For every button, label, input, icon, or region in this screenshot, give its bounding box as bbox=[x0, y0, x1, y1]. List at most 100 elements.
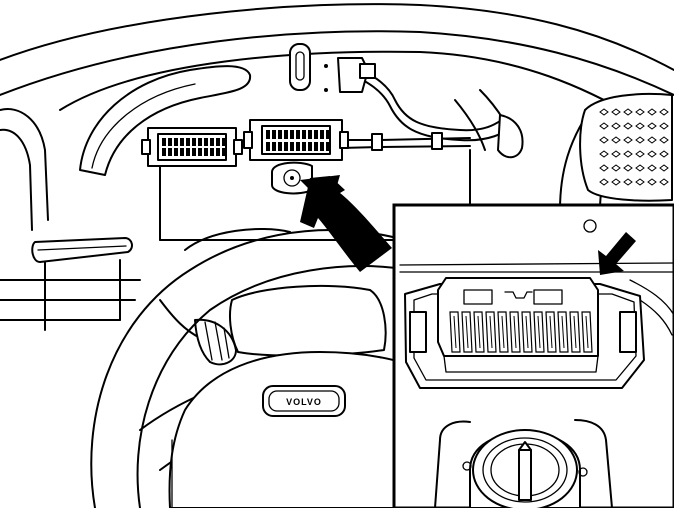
vent-slat bbox=[611, 178, 621, 186]
vent-slat bbox=[599, 150, 609, 158]
steering-column bbox=[159, 228, 291, 366]
vent-slat bbox=[611, 108, 621, 116]
connector-pin bbox=[222, 138, 226, 146]
connector-pin bbox=[216, 148, 220, 156]
vent-slat bbox=[647, 178, 657, 186]
connector-pin bbox=[296, 142, 300, 151]
vent-slat bbox=[647, 164, 657, 172]
vent-slat bbox=[611, 164, 621, 172]
vent-slat bbox=[635, 136, 645, 144]
connector-pin bbox=[284, 142, 288, 151]
connector-pin bbox=[210, 138, 214, 146]
connector-pin bbox=[168, 138, 172, 146]
wiring-harness bbox=[337, 57, 524, 159]
steering-wheel: VOLVO bbox=[90, 229, 421, 508]
air-vent bbox=[579, 92, 673, 202]
terminal-ridge bbox=[501, 315, 505, 349]
vent-slat bbox=[635, 164, 645, 172]
terminal-ridge bbox=[477, 315, 481, 349]
top-clip bbox=[289, 43, 328, 92]
connector-pin bbox=[174, 138, 178, 146]
connector-pin bbox=[216, 138, 220, 146]
vent-slat bbox=[599, 122, 609, 130]
vent-slat bbox=[599, 108, 609, 116]
terminal-ridge bbox=[489, 315, 493, 349]
large-curved-arrow-icon bbox=[300, 175, 392, 272]
connector-pin bbox=[320, 142, 324, 151]
connector-pin bbox=[210, 148, 214, 156]
connector-left bbox=[141, 127, 243, 167]
connector-pin bbox=[168, 148, 172, 156]
vent-slat bbox=[659, 136, 669, 144]
connector-pin bbox=[222, 148, 226, 156]
vent-slat bbox=[599, 164, 609, 172]
horn-badge bbox=[262, 385, 346, 417]
connector-right bbox=[243, 119, 349, 161]
vent-slat bbox=[611, 150, 621, 158]
connector-pin bbox=[302, 130, 306, 139]
connector-pin bbox=[302, 142, 306, 151]
terminal-ridge bbox=[525, 315, 529, 349]
connector-pin bbox=[326, 130, 330, 139]
turn-signal-stalk bbox=[31, 237, 133, 263]
connector-pin bbox=[308, 142, 312, 151]
connector-pin bbox=[198, 138, 202, 146]
volvo-logo: VOLVO bbox=[286, 397, 322, 407]
connector-pin bbox=[174, 148, 178, 156]
vent-slat bbox=[623, 108, 633, 116]
connector-pin bbox=[192, 138, 196, 146]
connector-pin bbox=[266, 130, 270, 139]
vent-slat bbox=[623, 150, 633, 158]
vent-slat bbox=[647, 122, 657, 130]
terminal-ridge bbox=[573, 315, 577, 349]
terminal-ridge bbox=[549, 315, 553, 349]
vent-slat bbox=[599, 136, 609, 144]
vent-slat bbox=[647, 108, 657, 116]
vent-slat bbox=[635, 122, 645, 130]
connector-pin bbox=[162, 148, 166, 156]
connector-pin bbox=[320, 130, 324, 139]
vent-slat bbox=[623, 122, 633, 130]
connector-pin bbox=[284, 130, 288, 139]
connector-pin bbox=[186, 148, 190, 156]
vent-slat bbox=[659, 122, 669, 130]
vent-slat bbox=[659, 108, 669, 116]
terminal-ridge bbox=[465, 315, 469, 349]
vent-slat bbox=[623, 178, 633, 186]
detail-inset bbox=[392, 203, 674, 508]
vent-slat bbox=[635, 150, 645, 158]
terminal-ridge bbox=[513, 315, 517, 349]
connector-pin bbox=[278, 142, 282, 151]
terminal-ridge bbox=[537, 315, 541, 349]
connector-pin bbox=[308, 130, 312, 139]
vent-slat bbox=[611, 136, 621, 144]
vent-slat bbox=[647, 150, 657, 158]
connector-pin bbox=[204, 148, 208, 156]
vent-slat bbox=[623, 136, 633, 144]
vent-slat bbox=[611, 122, 621, 130]
vent-slat bbox=[623, 164, 633, 172]
vent-slat bbox=[599, 178, 609, 186]
connector-pin bbox=[198, 148, 202, 156]
vent-slat bbox=[659, 150, 669, 158]
connector-pin bbox=[272, 142, 276, 151]
connector-pin bbox=[296, 130, 300, 139]
connector-pin bbox=[272, 130, 276, 139]
vent-slat bbox=[659, 164, 669, 172]
terminal-ridge bbox=[453, 315, 457, 349]
sensor bbox=[271, 161, 313, 195]
vent-slat bbox=[659, 178, 669, 186]
connector-pin bbox=[180, 138, 184, 146]
connector-pin bbox=[162, 138, 166, 146]
connector-pin bbox=[290, 130, 294, 139]
connector-pin bbox=[326, 142, 330, 151]
connector-pin bbox=[314, 130, 318, 139]
connector-pin bbox=[192, 148, 196, 156]
connector-pin bbox=[204, 138, 208, 146]
vent-slat bbox=[647, 136, 657, 144]
connector-pin bbox=[186, 138, 190, 146]
connector-pin bbox=[290, 142, 294, 151]
vent-slat bbox=[635, 108, 645, 116]
